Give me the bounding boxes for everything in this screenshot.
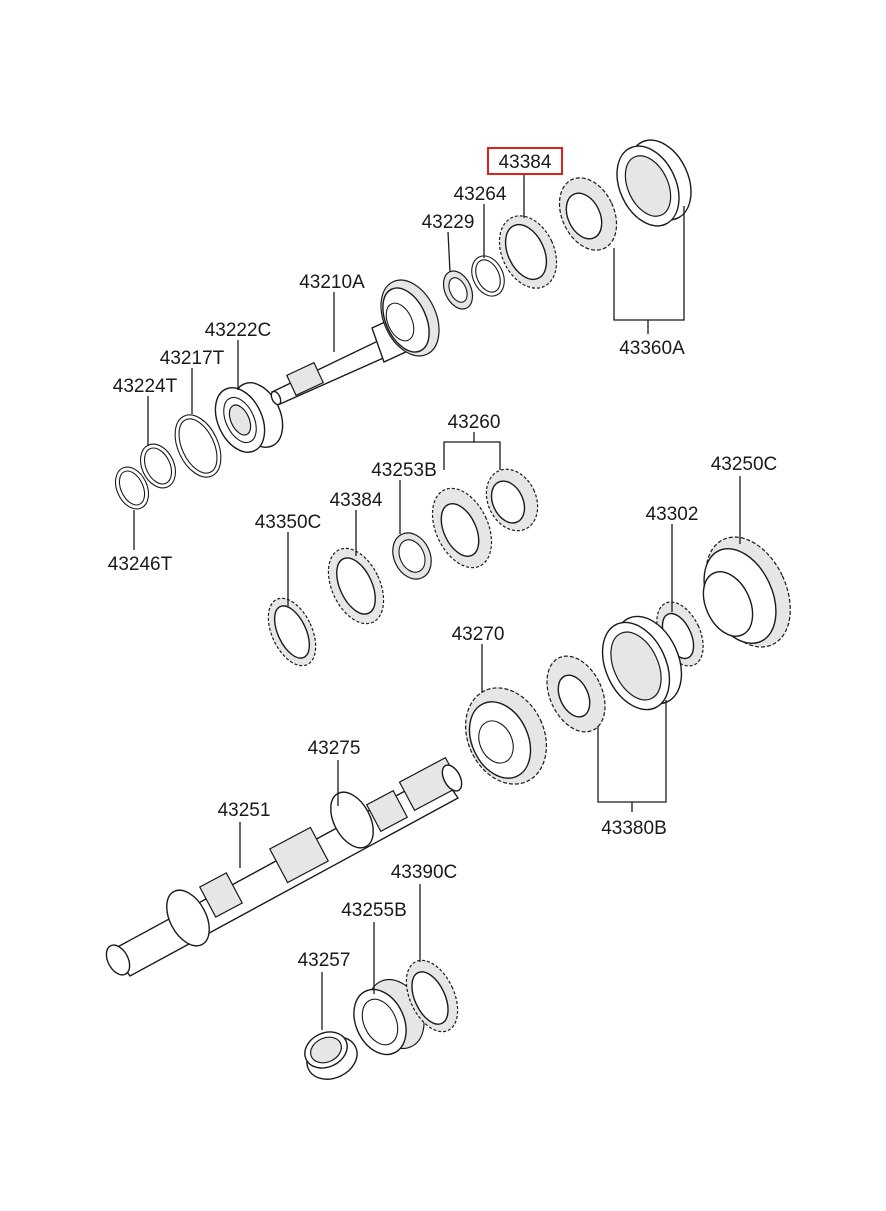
label-43224T[interactable]: 43224T [113,376,178,397]
label-43260[interactable]: 43260 [448,412,501,433]
part-43390C-synchronizer-ring[interactable] [396,952,468,1039]
part-43264-snap-ring[interactable] [466,251,511,302]
label-43210A[interactable]: 43210A [299,272,365,293]
part-43224T-ring[interactable] [134,438,182,493]
part-43210A-input-shaft[interactable] [269,271,450,406]
label-43246T[interactable]: 43246T [108,554,173,575]
part-43350C-synchronizer-ring[interactable] [259,591,326,673]
label-43250C[interactable]: 43250C [711,454,778,475]
label-43251[interactable]: 43251 [218,800,271,821]
highlight-box [487,147,563,175]
label-43255B[interactable]: 43255B [341,900,407,921]
label-43384-mid[interactable]: 43384 [330,490,383,511]
label-43270[interactable]: 43270 [452,624,505,645]
label-43360A[interactable]: 43360A [619,338,685,359]
part-43260-gear-front[interactable] [421,479,504,577]
part-43384-synchronizer-ring-lower[interactable] [317,540,394,633]
part-43251-output-shaft[interactable] [102,756,466,979]
label-43275[interactable]: 43275 [308,738,361,759]
part-43217T-ring[interactable] [166,408,230,485]
label-43253B[interactable]: 43253B [371,460,437,481]
label-43302[interactable]: 43302 [646,504,699,525]
part-43222C-bearing[interactable] [206,375,293,460]
part-43229-needle-bearing[interactable] [438,266,478,313]
label-43257[interactable]: 43257 [298,950,351,971]
label-43229[interactable]: 43229 [422,212,475,233]
label-43217T[interactable]: 43217T [160,348,225,369]
part-43380B-synchronizer-hub[interactable] [536,647,617,741]
part-43360A-synchronizer-sleeve[interactable] [605,130,703,236]
part-43253B-needle-bearing[interactable] [386,527,439,586]
label-43222C[interactable]: 43222C [205,320,272,341]
label-43384-top[interactable]: 43384 [499,152,552,173]
part-43250C-gear[interactable] [689,523,807,660]
label-43390C[interactable]: 43390C [391,862,458,883]
part-43270-gear[interactable] [450,675,561,798]
label-43350C[interactable]: 43350C [255,512,322,533]
label-43264[interactable]: 43264 [454,184,507,205]
part-43384-synchronizer-ring[interactable] [488,207,567,298]
part-43260-gear-rear[interactable] [477,461,548,539]
label-43380B[interactable]: 43380B [601,818,667,839]
part-43360A-synchronizer-hub[interactable] [548,169,627,260]
part-43380B-synchronizer-sleeve[interactable] [589,606,694,721]
leader-lines [133,174,741,1030]
part-43246T-snap-ring[interactable] [109,462,155,515]
part-43257-bushing[interactable] [299,1025,364,1087]
